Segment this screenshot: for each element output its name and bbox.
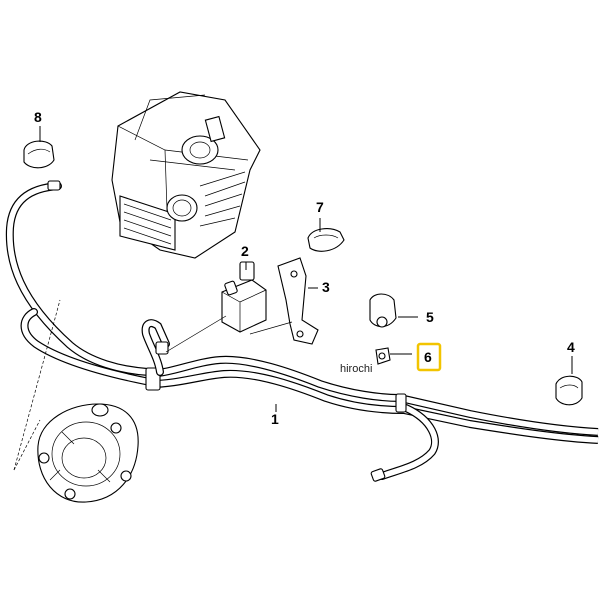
callout-4: 4 bbox=[567, 339, 575, 355]
part-6-connector bbox=[375, 347, 391, 365]
callout-5: 5 bbox=[426, 309, 434, 325]
callout-6: 6 bbox=[424, 349, 432, 365]
callout-3: 3 bbox=[322, 279, 330, 295]
part-2-solenoid-valve bbox=[165, 261, 267, 353]
part-8-clip bbox=[23, 140, 55, 169]
vacuum-hose-branch bbox=[141, 319, 170, 376]
callout-6-highlight-box bbox=[416, 342, 442, 372]
vacuum-pump bbox=[37, 403, 139, 503]
callout-2: 2 bbox=[241, 243, 249, 259]
air-filter-housing bbox=[111, 91, 261, 259]
vacuum-hose-inner-left bbox=[20, 308, 154, 386]
callout-8: 8 bbox=[34, 109, 42, 125]
vacuum-hose-main bbox=[145, 355, 599, 482]
callout-7: 7 bbox=[316, 199, 324, 215]
part-7-clamp bbox=[307, 228, 345, 252]
vacuum-hose-left bbox=[5, 180, 152, 376]
part-5-clip bbox=[369, 293, 397, 328]
part-3-bracket bbox=[249, 257, 319, 345]
callout-1: 1 bbox=[271, 411, 279, 427]
watermark-text: hirochi bbox=[340, 363, 372, 375]
part-4-clip bbox=[555, 375, 583, 406]
